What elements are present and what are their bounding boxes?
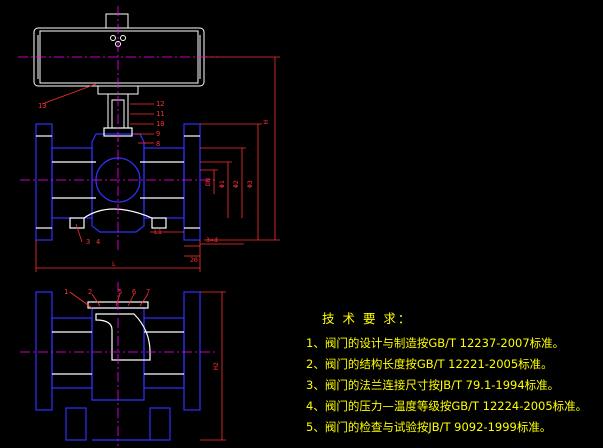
note-item: 4、阀门的压力—温度等级按GB/T 12224-2005标准。 [306, 399, 588, 413]
part-label-5: 5 [118, 288, 122, 296]
note-item: 3、阀门的法兰连接尺寸按JB/T 79.1-1994标准。 [306, 378, 560, 392]
actuator [33, 13, 205, 129]
part-label-3-upper: 3 [86, 238, 90, 246]
dim-bolt: 3×d [206, 236, 218, 244]
dim-height: H [262, 120, 270, 124]
part-label-9: 9 [156, 130, 160, 138]
part-label-7: 7 [146, 288, 150, 296]
part-label-6: 6 [132, 288, 136, 296]
part-label-13: 13 [38, 102, 46, 110]
dim-dn: DN [204, 178, 212, 186]
center-lines [18, 6, 218, 446]
note-item: 2、阀门的结构长度按GB/T 12221-2005标准。 [306, 357, 553, 371]
notes-title: 技 术 要 求： [322, 311, 413, 326]
part-label-10: 10 [156, 120, 164, 128]
part-label-1: 1 [64, 288, 68, 296]
technical-requirements: 技 术 要 求： 1、阀门的设计与制造按GB/T 12237-2007标准。 2… [300, 308, 600, 438]
part-label-11: 11 [156, 110, 164, 118]
dim-length: L [112, 260, 116, 268]
dim-width: 20 [190, 256, 198, 264]
part-labels: 12 11 10 9 8 13 3 4 1 2 5 6 7 [38, 100, 164, 296]
part-label-4-upper: 4 [96, 238, 100, 246]
dim-dia-3: Φ3 [246, 180, 254, 188]
dim-face: L1 [154, 228, 162, 236]
dim-dia-1: Φ1 [218, 180, 226, 188]
dim-dia-2: Φ2 [232, 180, 240, 188]
dimension-labels: H Φ3 Φ2 Φ1 DN L L1 3×d 20 H2 [112, 120, 270, 370]
note-item: 1、阀门的设计与制造按GB/T 12237-2007标准。 [306, 336, 565, 350]
note-item: 5、阀门的检查与试验按JB/T 9092-1999标准。 [306, 420, 552, 434]
dimension-lines [35, 56, 280, 441]
upper-valve-body [35, 123, 201, 241]
part-label-2: 2 [88, 288, 92, 296]
part-label-12: 12 [156, 100, 164, 108]
dim-lower-height: H2 [212, 362, 220, 370]
part-label-8: 8 [156, 140, 160, 148]
